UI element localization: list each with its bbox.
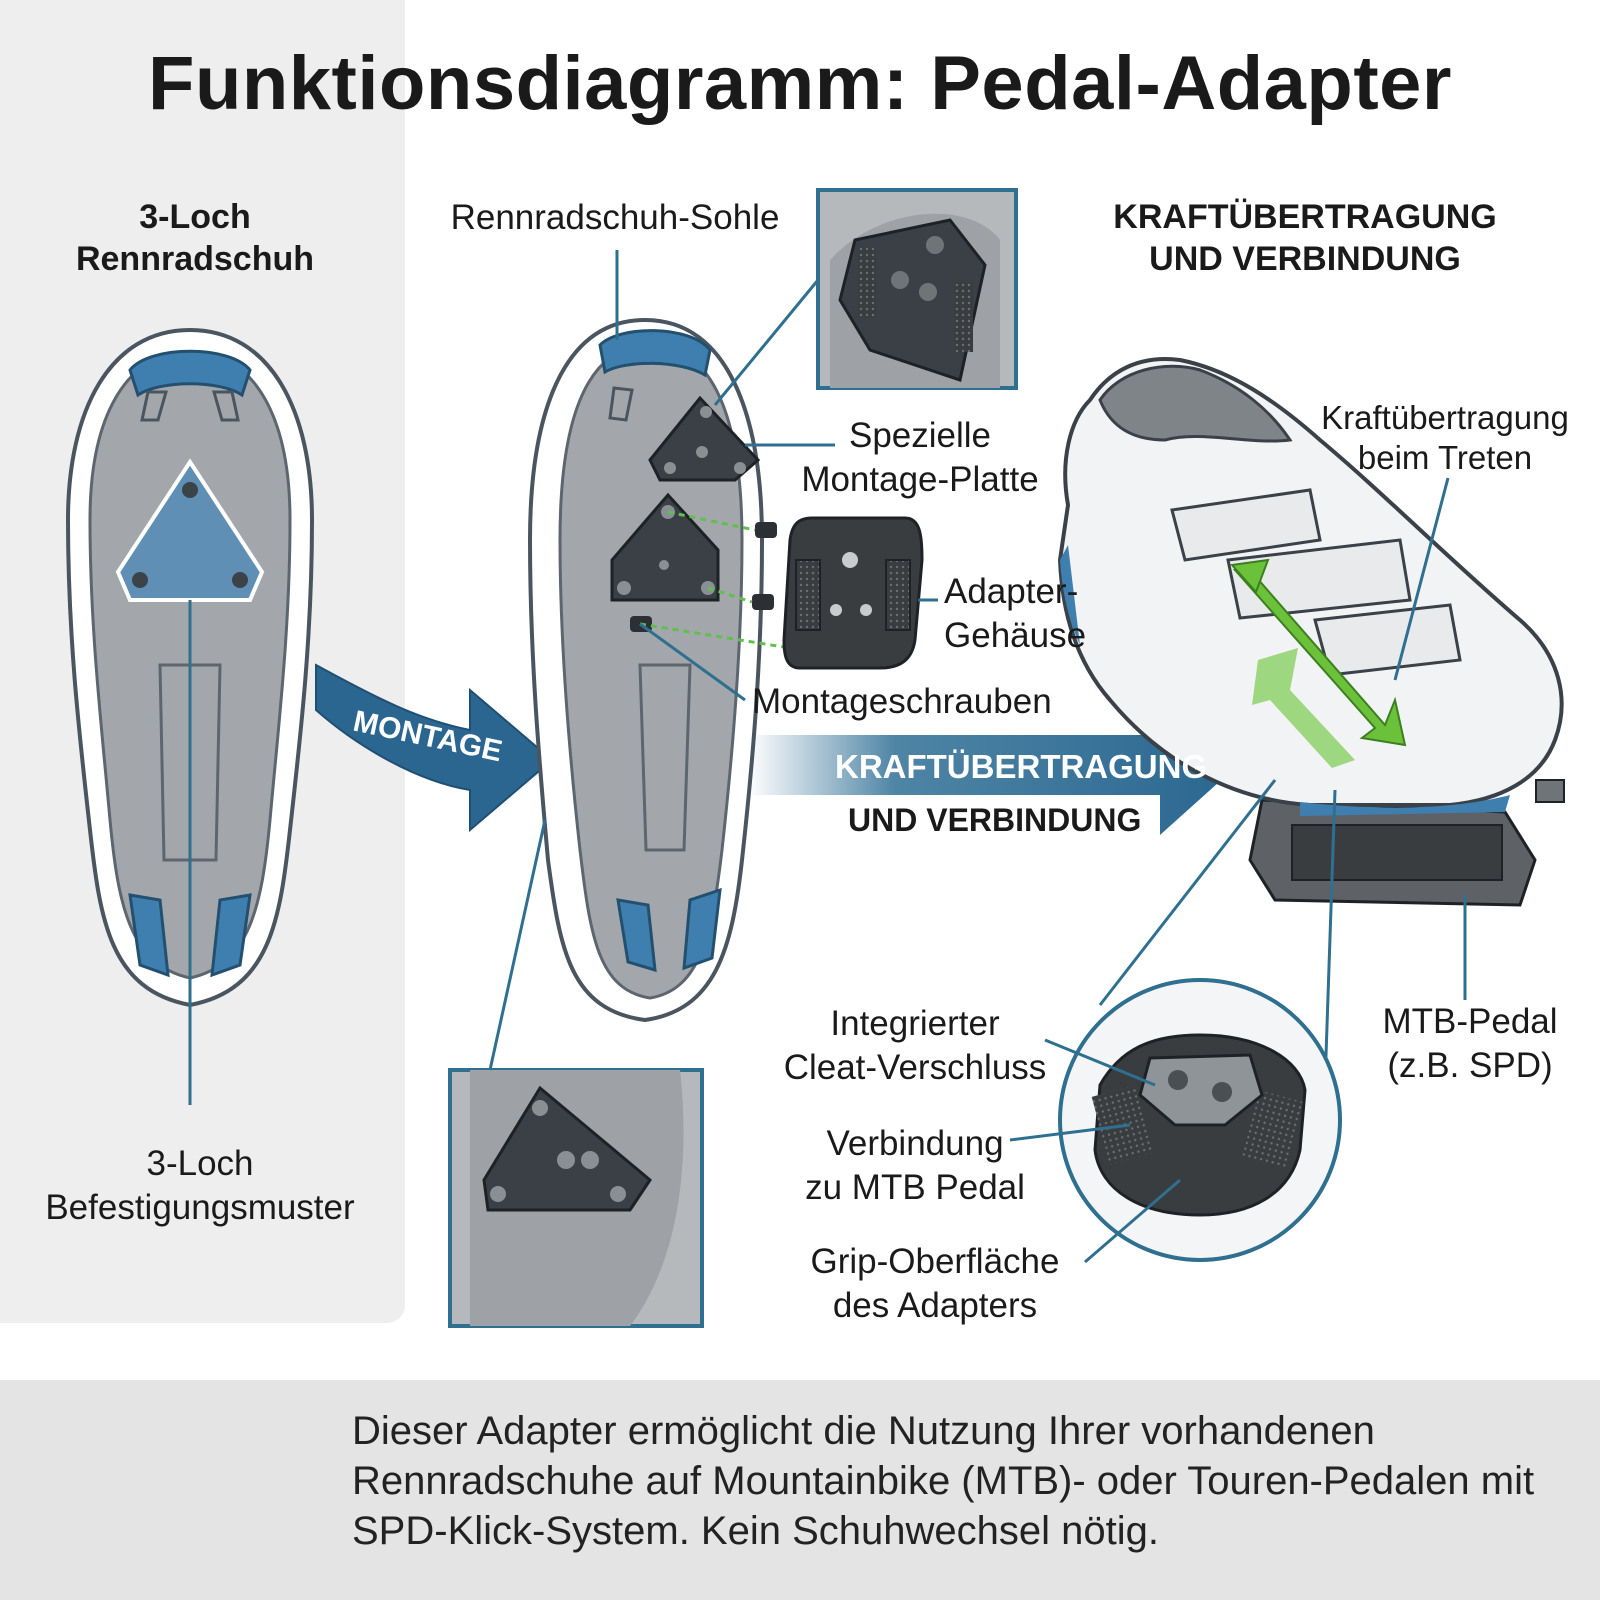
cleat-label-line-2: Cleat-Verschluss: [783, 1048, 1047, 1087]
right-shoe-on-pedal: [1057, 357, 1565, 1000]
left-heading-line-1: 3-Loch: [139, 198, 251, 236]
housing-label-line-2: Gehäuse: [944, 616, 1087, 655]
sole-label: Rennradschuh-Sohle: [450, 198, 780, 237]
pedal-label: MTB-Pedal (z.B. SPD): [1360, 1000, 1580, 1088]
force-label-line-1: Kraftübertragung: [1321, 399, 1569, 436]
transfer-arrow-label-1: KRAFTÜBERTRAGUNG: [835, 748, 1208, 785]
plate-label: Spezielle Montage-Platte: [795, 414, 1045, 502]
inset-top-detail: [713, 188, 1018, 406]
footer-description: Dieser Adapter ermöglicht die Nutzung Ih…: [352, 1409, 1535, 1553]
plate-label-line-2: Montage-Platte: [801, 460, 1039, 499]
montage-arrow: [315, 663, 554, 833]
diagram-title: Funktionsdiagramm: Pedal-Adapter: [148, 41, 1452, 126]
housing-label: Adapter- Gehäuse: [944, 570, 1086, 658]
right-heading: KRAFTÜBERTRAGUNG UND VERBINDUNG: [1090, 196, 1520, 280]
inset-bottom-detail: [448, 819, 704, 1328]
right-heading-line-1: KRAFTÜBERTRAGUNG: [1113, 198, 1497, 236]
pattern-label-line-1: 3-Loch: [146, 1144, 254, 1183]
pedal-label-line-1: MTB-Pedal: [1382, 1002, 1558, 1041]
cleat-label: Integrierter Cleat-Verschluss: [775, 1002, 1055, 1090]
left-heading-line-2: Rennradschuh: [75, 240, 315, 278]
grip-label-line-1: Grip-Oberfläche: [810, 1242, 1060, 1281]
pattern-label-line-2: Befestigungsmuster: [45, 1188, 355, 1227]
connect-label: Verbindung zu MTB Pedal: [790, 1122, 1040, 1210]
connect-label-line-1: Verbindung: [826, 1124, 1004, 1163]
pedal-label-line-2: (z.B. SPD): [1387, 1046, 1553, 1085]
left-shoe-sole: [65, 327, 315, 1105]
housing-label-line-1: Adapter-: [944, 572, 1079, 611]
connect-label-line-2: zu MTB Pedal: [805, 1168, 1025, 1207]
left-heading: 3-Loch Rennradschuh: [65, 196, 325, 280]
plate-label-line-1: Spezielle: [848, 416, 992, 455]
transfer-arrow-label-2: UND VERBINDUNG: [848, 802, 1142, 838]
screws-label: Montageschrauben: [752, 682, 1052, 721]
pattern-label: 3-Loch Befestigungsmuster: [30, 1142, 370, 1230]
footer-bar: [0, 1380, 1600, 1600]
force-label: Kraftübertragung beim Treten: [1320, 398, 1570, 478]
middle-shoe-sole: [527, 317, 924, 1023]
grip-label-line-2: des Adapters: [832, 1286, 1038, 1325]
cleat-detail-circle: [1009, 779, 1342, 1264]
grip-label: Grip-Oberfläche des Adapters: [805, 1240, 1065, 1328]
right-heading-line-2: UND VERBINDUNG: [1149, 240, 1461, 278]
force-label-line-2: beim Treten: [1357, 439, 1533, 476]
cleat-label-line-1: Integrierter: [830, 1004, 1000, 1043]
transfer-arrow: [748, 695, 1238, 835]
